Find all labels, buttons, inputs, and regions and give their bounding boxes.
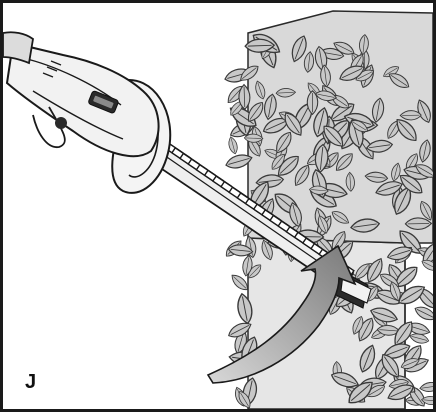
power-button-icon xyxy=(55,117,67,129)
trimmer-blade xyxy=(151,135,372,309)
leaf xyxy=(226,135,240,156)
leaf xyxy=(418,380,433,394)
hedge-trimmer-icon xyxy=(3,31,372,309)
curved-arrow-icon xyxy=(206,244,357,384)
trimmer-rear-handle xyxy=(3,31,34,65)
trimmer-body xyxy=(5,41,160,158)
panel-label: J xyxy=(25,371,37,393)
illustration xyxy=(3,10,433,409)
vent-lines xyxy=(42,60,62,78)
brand-badge-icon xyxy=(88,90,119,114)
